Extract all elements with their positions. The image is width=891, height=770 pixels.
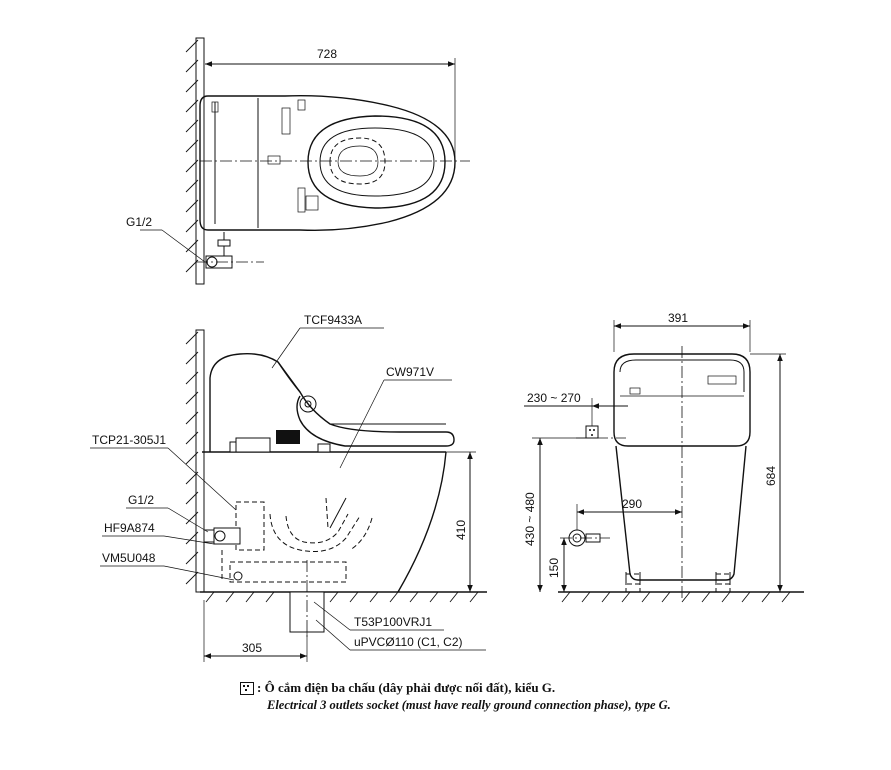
label-upvc: uPVCØ110 (C1, C2): [354, 635, 463, 649]
dim-391: 391: [668, 311, 688, 325]
floor-hatch-side: [205, 591, 479, 603]
socket-icon: [240, 681, 254, 695]
dim-430-480: 430 ~ 480: [523, 492, 537, 546]
dim-410: 410: [454, 520, 468, 540]
front-view: 391 230 ~ 270 430 ~ 480 290 150 684: [523, 311, 804, 603]
dim-305: 305: [242, 641, 262, 655]
dim-150: 150: [547, 558, 561, 578]
side-view: 410 305 TCF9433A CW971V TCP21-305J1 G1/2…: [90, 313, 487, 662]
legend-en: Electrical 3 outlets socket (must have r…: [267, 698, 671, 712]
legend-vi: : Ô cắm điện ba chấu (dây phải được nối …: [257, 680, 556, 695]
dim-728: 728: [317, 47, 337, 61]
label-vm5u048: VM5U048: [102, 551, 156, 565]
floor-hatch-front: [561, 591, 791, 603]
dim-290: 290: [622, 497, 642, 511]
label-tcf9433a: TCF9433A: [304, 313, 362, 327]
label-hf9a874: HF9A874: [104, 521, 155, 535]
label-tcp21: TCP21-305J1: [92, 433, 166, 447]
label-g12-top: G1/2: [126, 215, 152, 229]
dim-684: 684: [764, 466, 778, 486]
top-view: 728 G1/2: [126, 37, 470, 285]
dim-230-270: 230 ~ 270: [527, 391, 581, 405]
legend: : Ô cắm điện ba chấu (dây phải được nối …: [240, 680, 671, 713]
label-t53p100vrj1: T53P100VRJ1: [354, 615, 432, 629]
wall-hatch-side: [185, 331, 199, 585]
label-g12-side: G1/2: [128, 493, 154, 507]
label-cw971v: CW971V: [386, 365, 434, 379]
